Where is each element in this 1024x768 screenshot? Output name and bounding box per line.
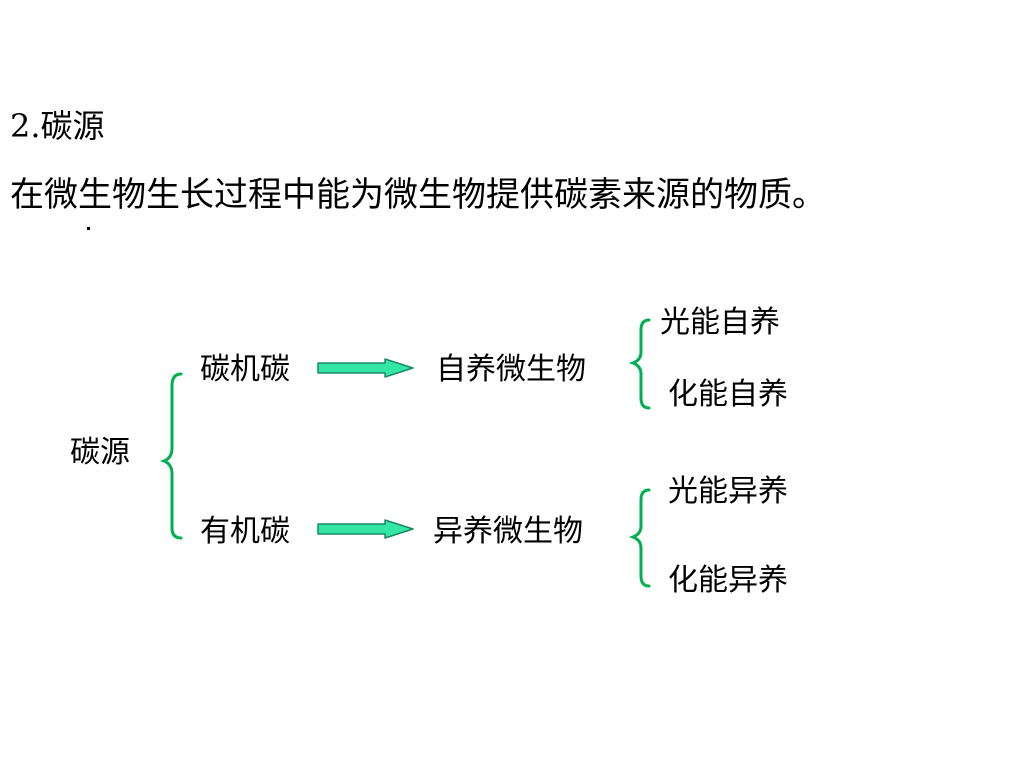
organic-carbon-label: 有机碳 <box>200 514 290 549</box>
root-label: 碳源 <box>70 435 130 470</box>
autotroph-brace <box>628 318 651 410</box>
chemoheterotroph-label: 化能异养 <box>668 563 788 598</box>
autotroph-label: 自养微生物 <box>436 352 586 387</box>
root-brace <box>159 372 183 540</box>
definition-text: 在微生物生长过程中能为微生物提供碳素来源的物质。 <box>10 175 826 215</box>
photoheterotroph-label: 光能异养 <box>668 474 788 509</box>
chemoautotroph-label: 化能自养 <box>668 377 788 412</box>
heterotroph-brace <box>628 488 651 588</box>
section-heading: 2.碳源 <box>10 107 105 145</box>
organic-to-heterotroph-arrow <box>317 519 414 539</box>
inorganic-carbon-label: 碳机碳 <box>200 352 290 387</box>
photoautotroph-label: 光能自养 <box>660 305 780 340</box>
stray-dot <box>87 227 90 230</box>
inorganic-to-autotroph-arrow <box>317 358 414 378</box>
heterotroph-label: 异养微生物 <box>433 514 583 549</box>
